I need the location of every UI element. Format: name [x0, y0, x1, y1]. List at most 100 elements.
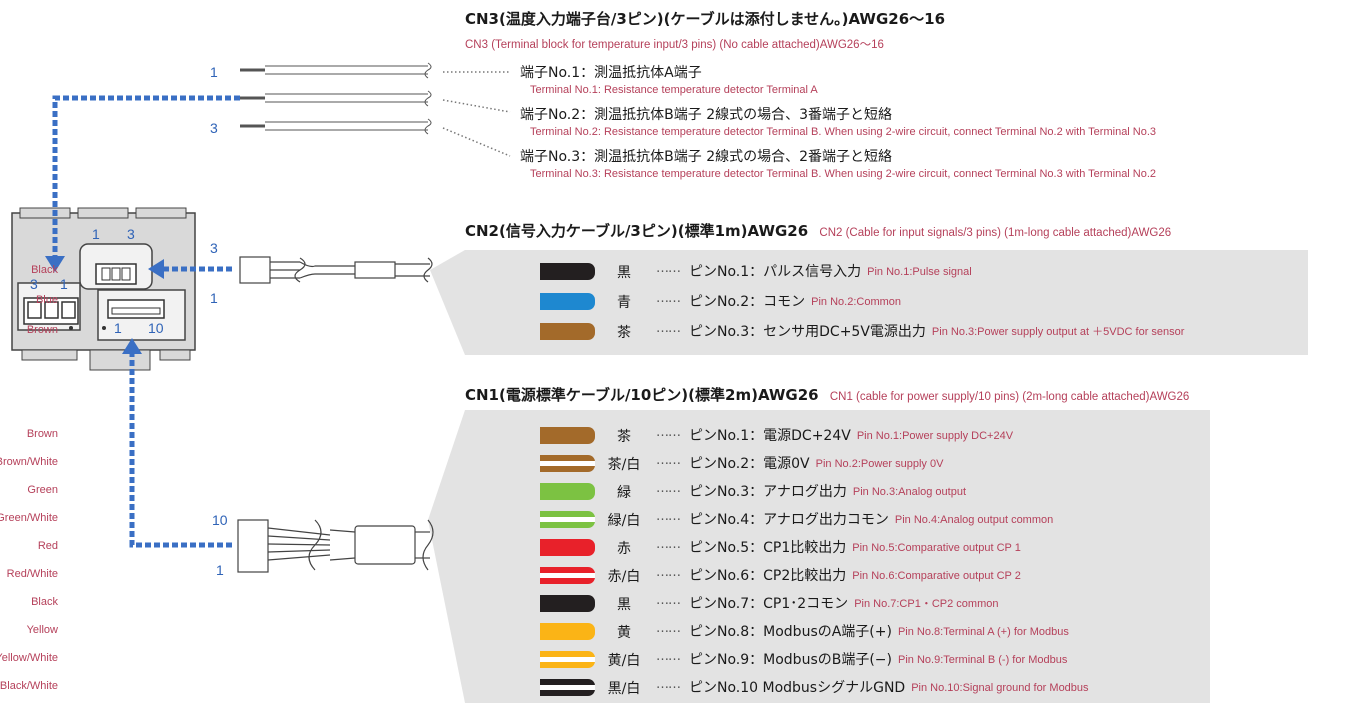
cn3-terminal-2-jp: 端子No.2：測温抵抗体B端子 2線式の場合、3番端子と短絡	[520, 107, 893, 123]
leader-dots: ……	[656, 321, 681, 336]
wire-color-kanji: 青	[617, 295, 631, 311]
wire-color-kanji: 茶	[617, 325, 631, 341]
cn3-wire-1	[240, 62, 432, 79]
cn2-panel-body	[465, 250, 1308, 355]
pin-description: ピンNo.9：ModbusのB端子(−)Pin No.9:Terminal B …	[689, 649, 1067, 669]
pin-en: Pin No.3:Power supply output at ＋5VDC fo…	[931, 326, 1185, 338]
pin-jp: ピンNo.10 ModbusシグナルGND	[689, 680, 906, 696]
cn1-pin-list: Brown 茶 …… ピンNo.1：電源DC+24V Pin No.1:Power…	[0, 424, 1351, 706]
wire-color-name: Green	[27, 484, 58, 496]
cn3-arrowhead	[45, 256, 65, 272]
cn1-pin-row: Yellow 黄 …… ピンNo.8：ModbusのA端子(+)Pin No.8…	[0, 620, 1069, 642]
pin-jp: ピンNo.8：ModbusのA端子(+)	[689, 624, 892, 640]
wire-color-kanji: 黄	[617, 625, 631, 641]
wire-swatch	[540, 623, 595, 640]
device-cn1-label-1: 1	[114, 320, 122, 336]
wire-color-name: Green/White	[0, 512, 58, 524]
wire-swatch	[540, 539, 595, 556]
leader-dots: ……	[656, 425, 681, 440]
cn2-subtitle: CN2 (Cable for input signals/3 pins) (1m…	[819, 227, 1172, 239]
wire-color-kanji: 緑/白	[607, 513, 641, 529]
pin-description: ピンNo.1：電源DC+24V Pin No.1:Power supply DC+…	[689, 425, 1013, 445]
cn3-arrow	[52, 95, 240, 258]
pin-jp: ピンNo.2：コモン	[689, 294, 806, 310]
device-cn1-label-10: 10	[148, 320, 164, 336]
cn2-connector-label-top: 3	[210, 240, 218, 256]
pin-en: Pin No.8:Terminal A (+) for Modbus	[897, 626, 1069, 638]
wire-swatch	[540, 293, 595, 310]
wire-color-kanji: 赤	[617, 541, 631, 557]
cn3-terminal-1-en: Terminal No.1: Resistance temperature de…	[530, 84, 818, 96]
leader-dots: ……	[656, 481, 681, 496]
cn3-wire-2	[240, 90, 432, 107]
wire-color-name: Yellow/White	[0, 652, 58, 664]
pin-jp: ピンNo.5：CP1比較出力	[689, 540, 847, 556]
wire-swatch	[540, 263, 595, 280]
device-cn2-label-1: 1	[92, 226, 100, 242]
cn2-arrowhead	[148, 259, 164, 279]
cn1-pin-row: Green 緑 …… ピンNo.3：アナログ出力 Pin No.3:Analog …	[0, 480, 966, 502]
wire-swatch	[540, 679, 595, 696]
device-cn3-label-1: 1	[60, 276, 68, 292]
pin-jp: ピンNo.1：電源DC+24V	[689, 428, 851, 444]
wire-color-name: Yellow	[26, 624, 58, 636]
cn2-title: CN2(信号入力ケーブル/3ピン)(標準1m)AWG26 CN2 (Cable …	[465, 220, 1171, 241]
wire-color-name: Brown	[26, 428, 58, 440]
device-body	[11, 207, 196, 371]
wire-swatch	[540, 511, 595, 528]
cn3-subtitle: CN3 (Terminal block for temperature inpu…	[465, 39, 884, 51]
cn2-pin-row: Brown 茶 …… ピンNo.3：センサ用DC+5V電源出力 Pin No.3:…	[0, 320, 1185, 342]
wire-color-name: Blue	[35, 294, 58, 306]
wire-swatch	[540, 427, 595, 444]
wire-swatch	[540, 651, 595, 668]
wire-color-kanji: 緑	[617, 485, 631, 501]
wire-color-name: Brown/White	[0, 456, 58, 468]
cn1-arrowhead	[122, 338, 142, 354]
cn2-panel	[430, 250, 465, 355]
wire-color-kanji: 黒	[617, 265, 631, 281]
wire-swatch	[540, 567, 595, 584]
pin-description: ピンNo.3：センサ用DC+5V電源出力 Pin No.3:Power suppl…	[689, 321, 1184, 341]
cn1-pin-row: Yellow/White 黄/白 …… ピンNo.9：ModbusのB端子(−)…	[0, 648, 1067, 670]
wire-color-name: Black/White	[0, 680, 58, 692]
wire-swatch	[540, 595, 595, 612]
cn3-title: CN3(温度入力端子台/3ピン)(ケーブルは添付しません。)AWG26〜16	[465, 10, 946, 28]
leader-dots: ……	[656, 649, 681, 664]
cn1-connector-label-top: 10	[212, 512, 228, 528]
pin-jp: ピンNo.3：アナログ出力	[689, 484, 847, 500]
pin-en: Pin No.1:Power supply DC+24V	[856, 430, 1014, 442]
wire-color-kanji: 茶/白	[607, 457, 641, 473]
pin-en: Pin No.6:Comparative output CP 2	[852, 570, 1021, 582]
cn3-terminal-1-jp: 端子No.1：測温抵抗体A端子	[520, 65, 702, 81]
pin-jp: ピンNo.4：アナログ出力コモン	[689, 512, 889, 528]
wire-color-name: Red/White	[6, 568, 58, 580]
pin-en: Pin No.10:Signal ground for Modbus	[911, 682, 1089, 694]
cn3-terminal-3-jp: 端子No.3：測温抵抗体B端子 2線式の場合、2番端子と短絡	[520, 149, 893, 165]
cn1-connector-label-bottom: 1	[216, 562, 224, 578]
leader-dots: ……	[656, 677, 681, 692]
cn3-leaders	[442, 71, 511, 157]
wire-color-kanji: 赤/白	[607, 569, 641, 585]
wire-swatch	[540, 455, 595, 472]
pin-en: Pin No.3:Analog output	[852, 486, 967, 498]
wire-color-name: Brown	[26, 324, 58, 336]
cn3-terminal-2-en: Terminal No.2: Resistance temperature de…	[530, 126, 1157, 138]
pin-jp: ピンNo.3：センサ用DC+5V電源出力	[689, 324, 926, 340]
leader-dots: ……	[656, 261, 681, 276]
wire-color-kanji: 茶	[617, 429, 631, 445]
cn1-pin-row: Brown 茶 …… ピンNo.1：電源DC+24V Pin No.1:Power…	[0, 424, 1013, 446]
device-cn2-label-3: 3	[127, 226, 135, 242]
leader-dots: ……	[656, 291, 681, 306]
wire-color-kanji: 黄/白	[607, 653, 641, 669]
pin-en: Pin No.1:Pulse signal	[867, 266, 972, 278]
wire-color-name: Black	[31, 264, 58, 276]
cn1-title-jp: CN1(電源標準ケーブル/10ピン)(標準2m)AWG26	[465, 386, 819, 404]
